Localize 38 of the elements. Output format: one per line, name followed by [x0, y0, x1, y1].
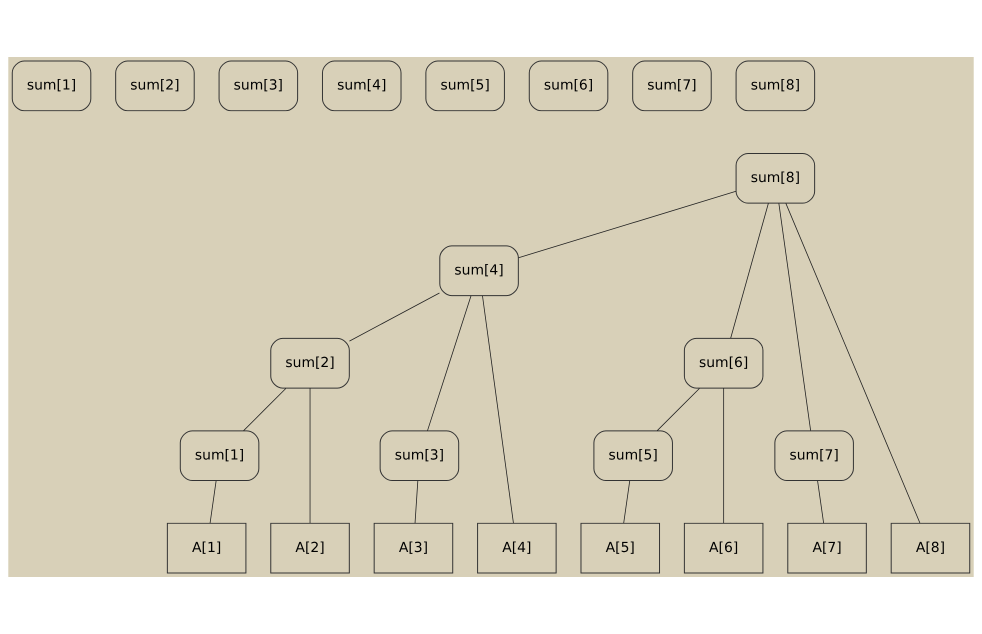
- connector: [623, 480, 630, 524]
- node-box: sum[1]: [180, 430, 260, 482]
- connector: [730, 202, 769, 338]
- node-box: A[3]: [374, 522, 454, 574]
- node-box: A[1]: [166, 522, 246, 574]
- connector: [817, 480, 824, 524]
- connector: [778, 203, 811, 431]
- connector: [518, 190, 736, 258]
- connector: [349, 292, 440, 342]
- connector: [723, 388, 724, 524]
- node-box: A[5]: [580, 522, 660, 574]
- connector: [414, 480, 418, 524]
- node-box: sum[4]: [439, 245, 519, 296]
- node-box: A[2]: [270, 522, 350, 574]
- connector: [786, 203, 920, 524]
- node-box: sum[2]: [115, 60, 195, 112]
- connector: [482, 295, 514, 524]
- node-box: A[7]: [787, 522, 867, 574]
- node-box: sum[5]: [593, 430, 673, 482]
- node-box: sum[7]: [632, 60, 712, 112]
- node-box: sum[6]: [684, 338, 764, 389]
- connector: [210, 480, 216, 524]
- node-box: sum[3]: [380, 430, 460, 482]
- node-box: sum[2]: [270, 338, 350, 389]
- node-box: A[4]: [477, 522, 557, 574]
- node-box: sum[1]: [12, 60, 92, 112]
- node-box: sum[6]: [528, 60, 608, 112]
- node-box: sum[5]: [425, 60, 505, 112]
- node-box: sum[8]: [736, 60, 816, 112]
- node-box: A[8]: [890, 522, 970, 574]
- node-box: sum[4]: [322, 60, 402, 112]
- connector: [656, 388, 700, 432]
- node-box: sum[3]: [218, 60, 298, 112]
- connector: [243, 388, 286, 432]
- node-box: sum[8]: [736, 152, 816, 204]
- node-box: sum[7]: [774, 430, 854, 482]
- connector: [427, 295, 472, 431]
- node-box: A[6]: [684, 522, 764, 574]
